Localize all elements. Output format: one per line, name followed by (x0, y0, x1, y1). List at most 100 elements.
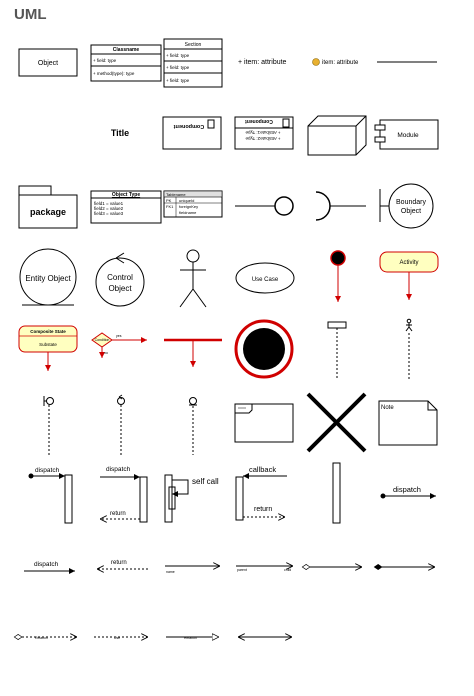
callback-shape[interactable]: callback return (235, 465, 287, 521)
composite-state-label: Composite State (30, 329, 66, 334)
return-message-shape[interactable]: return (97, 560, 148, 569)
found-message-shape[interactable]: dispatch (380, 485, 437, 499)
object-shape[interactable]: Object (18, 48, 78, 77)
child-label: child (284, 568, 291, 572)
entity-object-label: Entity Object (25, 274, 71, 283)
entity-object-shape[interactable]: Entity Object (19, 248, 77, 306)
boundary-object-shape[interactable]: Boundary Object (379, 183, 434, 229)
section-shape[interactable]: Section + field: type + field: type + fi… (163, 38, 223, 88)
class-field-label: + field: type (93, 58, 117, 63)
object-type-field-2: field2 = value2 (94, 206, 124, 211)
component2-label: Component (245, 118, 273, 124)
boundary-lifeline-shape[interactable] (43, 396, 54, 455)
condition-shape[interactable]: Condition yes no (91, 332, 147, 358)
table-row-3: fieldname (179, 210, 197, 215)
package-shape[interactable]: package (18, 185, 78, 229)
item-attribute-shape[interactable]: + item: attribute (238, 59, 287, 66)
parent-label: parent (237, 568, 247, 572)
component-label: Component (174, 123, 205, 129)
object-type-field-1: field1 = value1 (94, 201, 124, 206)
component-shape[interactable]: Component (162, 116, 222, 150)
control-object-label-line1: Control (107, 273, 133, 282)
return-4-label: return (254, 506, 272, 513)
required-interface-shape[interactable] (315, 191, 366, 221)
entity-lifeline-shape[interactable] (189, 397, 197, 456)
relation-2-label: Relation (184, 636, 197, 640)
control-object-label-line2: Object (108, 284, 132, 293)
dispatch-2-label: dispatch (106, 466, 131, 473)
boundary-object-label-line1: Boundary (396, 199, 426, 206)
return-2-label: return (110, 511, 126, 517)
return-msg-label: return (111, 560, 127, 566)
title-shape[interactable]: Title (111, 128, 129, 138)
actor-lifeline-shape[interactable] (405, 318, 413, 380)
component2-icon (282, 118, 290, 128)
activation-bar-shape[interactable] (332, 462, 341, 524)
dispatch-found-label: dispatch (393, 485, 421, 494)
module-label: Module (397, 132, 419, 139)
palette-title: UML (14, 6, 47, 23)
object-type-shape[interactable]: Object Type field1 = value1 field2 = val… (90, 190, 162, 224)
table-pk: PK (166, 198, 172, 203)
item-attribute-icon-shape[interactable]: item: attribute (312, 58, 360, 67)
component2-attr-2-label: + Attribute2: Type (245, 136, 281, 141)
control-object-shape[interactable]: Control Object (95, 252, 145, 307)
class-name-label: Classname (113, 47, 140, 53)
item-attribute-icon-label: item: attribute (322, 60, 359, 66)
use-case-label: Use Case (252, 277, 279, 283)
class-method-label: + method(type): type (93, 71, 135, 76)
module-shape[interactable]: Module (374, 119, 439, 150)
initial-state-shape[interactable] (330, 250, 346, 302)
section-title-label: Section (185, 42, 202, 48)
object-type-title: Object Type (112, 192, 140, 198)
association-name-label: name (166, 570, 175, 574)
note-label: Note (381, 405, 394, 411)
node-shape[interactable] (307, 115, 367, 156)
lifeline-shape[interactable] (327, 321, 347, 380)
note-shape[interactable]: Note (378, 400, 438, 446)
component-with-attributes-shape[interactable]: Component + Attribute1: Type + Attribute… (234, 116, 294, 150)
destruction-shape[interactable] (306, 392, 367, 453)
relation-1-label: Relation (35, 636, 48, 640)
composite-state-shape[interactable]: Composite State Substate (18, 325, 78, 371)
condition-yes-label: yes (116, 334, 122, 338)
dispatch-message-shape[interactable]: dispatch (24, 561, 75, 574)
object-label: Object (38, 60, 58, 67)
attribute-icon (312, 58, 320, 66)
composite-substate-label: Substate (39, 342, 57, 347)
activity-shape[interactable]: Activity (379, 251, 439, 300)
self-call-shape[interactable]: self call (164, 474, 219, 523)
component2-attr-1-label: + Attribute1: Type (245, 130, 281, 135)
activity-label: Activity (399, 260, 418, 266)
table-fk: FK1 (166, 204, 174, 209)
section-field-2-label: + field: type (166, 65, 190, 70)
use-case-shape[interactable]: Use Case (235, 262, 295, 294)
class-shape[interactable]: Classname + field: type + method(type): … (90, 44, 162, 82)
table-shape[interactable]: Tablename PK FK1 uniqueId foreignKey fie… (163, 190, 223, 218)
section-field-1-label: + field: type (166, 53, 190, 58)
provided-interface-shape[interactable] (235, 196, 294, 216)
condition-label: Condition (95, 338, 110, 342)
frame-shape[interactable] (234, 403, 294, 443)
section-field-3-label: + field: type (166, 78, 190, 83)
table-row-2: foreignKey (179, 204, 198, 209)
fork-join-shape[interactable] (164, 338, 222, 367)
control-lifeline-shape[interactable] (117, 394, 125, 455)
callback-label: callback (249, 465, 276, 474)
self-call-label: self call (192, 477, 219, 486)
found-message-activation-shape[interactable]: dispatch (28, 467, 73, 524)
use-dependency-shape[interactable]: Use (94, 636, 148, 640)
association-shape[interactable]: name (165, 566, 220, 574)
final-state-shape[interactable] (234, 319, 294, 379)
dispatch-return-activation-shape[interactable]: dispatch return (100, 466, 148, 523)
boundary-object-label-line2: Object (401, 208, 421, 215)
dispatch-msg-label: dispatch (34, 561, 59, 568)
item-attribute-label: + item: attribute (238, 59, 287, 66)
actor-shape[interactable] (179, 249, 207, 308)
table-header: Tablename (166, 192, 186, 197)
dispatch-1-label: dispatch (35, 467, 60, 474)
generalization-relation-shape[interactable]: Relation (166, 636, 219, 640)
relation-shape[interactable]: Relation (22, 636, 77, 640)
parent-child-association-shape[interactable]: parent child (236, 566, 293, 572)
